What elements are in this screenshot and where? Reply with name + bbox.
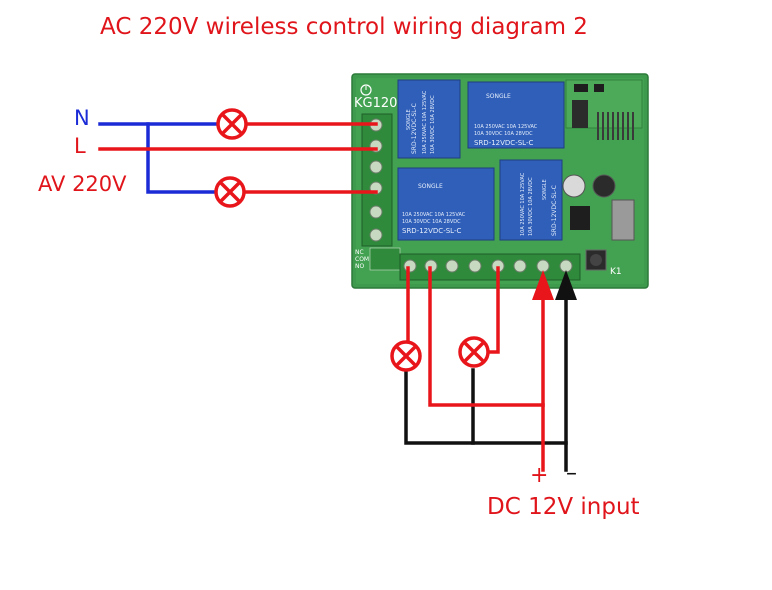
negative-bus-wire	[404, 368, 568, 445]
capacitor-2	[592, 174, 616, 198]
relay-3: SONGLE 10A 250VAC 10A 125VAC 10A 30VDC 1…	[397, 167, 495, 241]
live-label: L	[74, 134, 86, 158]
relay-2-rating-1: 10A 250VAC 10A 125VAC	[474, 124, 538, 130]
lamp-4-icon	[463, 341, 485, 363]
terminal-label-nc: NC	[355, 249, 364, 256]
lamp-3-icon	[395, 345, 417, 367]
minus-label: –	[566, 461, 577, 486]
relay-1-brand: SONGLE	[406, 109, 412, 130]
relay-4: SRD-12VDC-SL-C 10A 250VAC 10A 125VAC 10A…	[499, 159, 563, 241]
receiver-module: K1	[562, 79, 643, 277]
capacitor-1	[562, 174, 586, 198]
relay-3-brand: SONGLE	[418, 183, 443, 190]
relay-2-brand: SONGLE	[486, 93, 511, 100]
lamp-4-feed-wire	[488, 266, 500, 354]
board-model-label: KG1204	[354, 96, 406, 111]
antenna-coil	[597, 112, 634, 140]
relay-2-rating-2: 10A 30VDC 10A 28VDC	[474, 131, 533, 137]
terminal-legend: NC COM NO	[355, 249, 369, 270]
relay-1: SRD-12VDC-SL-C 10A 250VAC 10A 125VAC 10A…	[397, 79, 461, 159]
relay-board: KG1204 NC COM NO	[351, 73, 649, 289]
plus-label: +	[530, 463, 549, 488]
relay-1-model: SRD-12VDC-SL-C	[411, 103, 418, 154]
dc-wiring	[404, 266, 568, 472]
positive-bus-wire	[428, 266, 545, 407]
bottom-terminal-block	[399, 253, 581, 281]
terminal-label-com: COM	[355, 256, 369, 263]
ac-supply-label: AV 220V	[38, 172, 127, 196]
clock-mark-icon	[360, 84, 372, 96]
relay-4-rating-2: 10A 30VDC 10A 28VDC	[528, 177, 534, 236]
relay-3-model: SRD-12VDC-SL-C	[402, 227, 461, 235]
neutral-branch-wire	[146, 122, 218, 194]
relay-3-rating-1: 10A 250VAC 10A 125VAC	[402, 212, 466, 218]
lamp-3	[390, 340, 422, 372]
relay-4-brand: SONGLE	[542, 179, 548, 200]
relay-4-rating-1: 10A 250VAC 10A 125VAC	[520, 172, 526, 236]
ac-wiring	[98, 122, 378, 194]
lamp-1-icon	[221, 113, 243, 135]
relay-4-model: SRD-12VDC-SL-C	[551, 185, 558, 236]
relay-2-model: SRD-12VDC-SL-C	[474, 139, 533, 147]
negative-arrow-icon	[555, 270, 577, 300]
positive-arrow-icon	[532, 270, 554, 300]
lamp-2-icon	[219, 181, 241, 203]
page-title: AC 220V wireless control wiring diagram …	[100, 14, 588, 40]
relay-2: SONGLE 10A 250VAC 10A 125VAC 10A 30VDC 1…	[467, 81, 565, 149]
lamp-4	[458, 336, 490, 368]
relay-3-rating-2: 10A 30VDC 10A 28VDC	[402, 219, 461, 225]
crystal	[611, 199, 635, 241]
left-terminal-block	[361, 113, 393, 247]
lamp-1	[216, 108, 248, 140]
relay-1-rating-1: 10A 250VAC 10A 125VAC	[422, 90, 428, 154]
relay-1-rating-2: 10A 30VDC 10A 28VDC	[430, 95, 436, 154]
button-label: K1	[610, 267, 622, 277]
neutral-label: N	[74, 106, 90, 130]
lamp-2	[214, 176, 246, 208]
dc-input-label: DC 12V input	[487, 494, 640, 520]
terminal-label-no: NO	[355, 263, 364, 270]
